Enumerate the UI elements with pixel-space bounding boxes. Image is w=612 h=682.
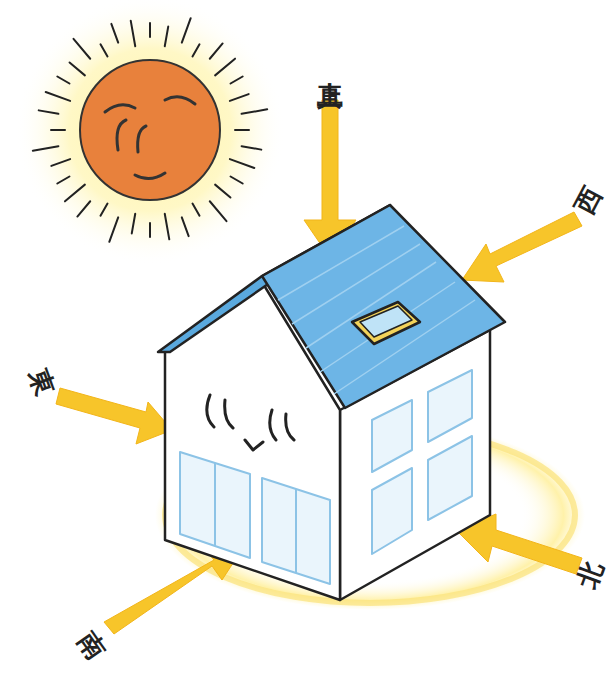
sun-ray [101, 44, 108, 56]
sun-ray [132, 214, 135, 234]
sun-ray [74, 39, 91, 59]
house [158, 205, 505, 600]
sun-ray [230, 159, 254, 168]
sun-ray [182, 217, 189, 236]
sun-ray [51, 129, 65, 131]
window [180, 452, 250, 558]
sun-face [105, 97, 195, 179]
sun-ray [210, 43, 223, 58]
sun-ray [215, 59, 235, 76]
sun-ray [165, 214, 170, 240]
sun-ray [70, 63, 85, 76]
sun-ray [51, 159, 70, 166]
sun-ray [57, 177, 69, 184]
sun-glow [15, 0, 285, 265]
sun-ray [230, 94, 249, 101]
skylight-frame [352, 302, 420, 344]
direction-label: 南 [74, 627, 110, 663]
sun-ray [77, 201, 90, 216]
sun-ray [39, 110, 59, 113]
direction-label: 西 [570, 182, 605, 217]
direction-label: 東 [25, 365, 58, 398]
arrow-west [462, 212, 582, 282]
sun-ray [109, 217, 118, 241]
direction-label: 北 [573, 558, 606, 591]
sun-ray [210, 201, 227, 221]
sun-ray [131, 21, 136, 47]
skylight [360, 306, 412, 337]
sun-ray [33, 146, 59, 151]
sun-rays [33, 18, 267, 242]
sun-ray [242, 109, 268, 114]
house-face [207, 395, 294, 450]
sun-ray [193, 204, 200, 216]
sun-ray [231, 177, 243, 184]
sun-ray [46, 92, 70, 101]
sun-ray [182, 18, 191, 42]
window [262, 478, 330, 584]
sun-ray [149, 223, 151, 237]
sun-ray [101, 204, 108, 216]
sun-ray [111, 24, 118, 43]
sun-ray [242, 146, 262, 149]
sun-ray [231, 77, 243, 84]
sun-ray [165, 27, 168, 47]
sun-ray [215, 185, 230, 198]
sun-ray [149, 23, 151, 37]
sun-ray [235, 129, 249, 131]
sun [80, 60, 220, 200]
sun-ray [193, 44, 200, 56]
sun-ray [65, 185, 85, 202]
arrow-east [56, 388, 172, 444]
sun-arrows [56, 100, 582, 634]
sun-ray [57, 77, 69, 84]
